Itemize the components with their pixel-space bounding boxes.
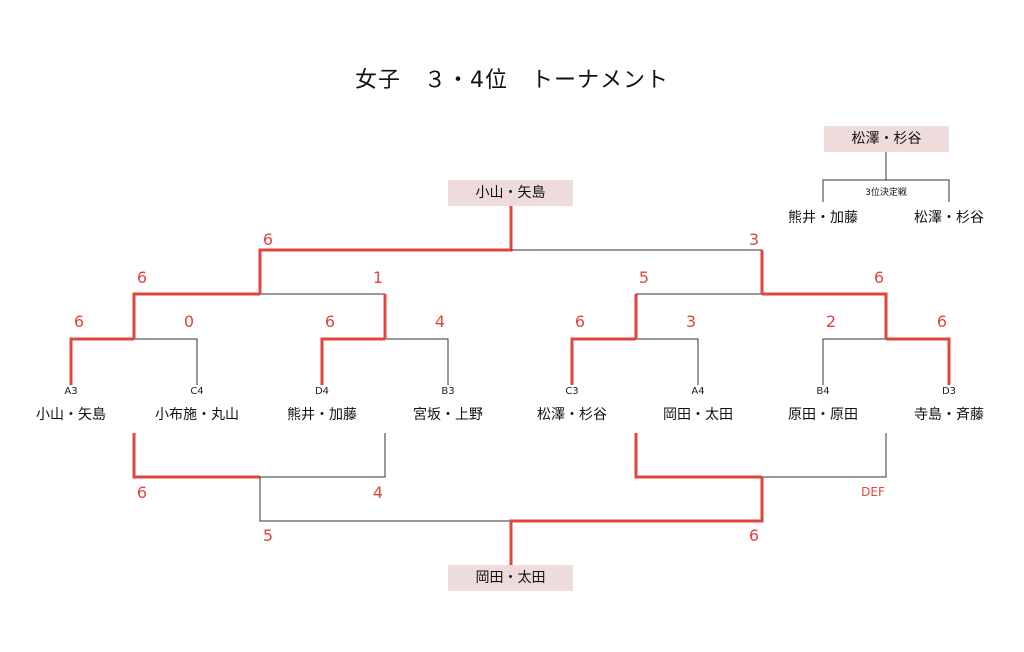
score: 5 — [638, 268, 650, 287]
score: 2 — [825, 312, 837, 331]
score: DEF — [861, 485, 885, 499]
line-m4-b4 — [822, 338, 886, 385]
bottom-winner-box: 岡田・太田 — [448, 565, 573, 591]
line-lower1-right — [260, 433, 386, 478]
third-place-left: 熊井・加藤 — [788, 210, 858, 226]
line-lower-final-right — [509, 477, 764, 565]
third-place-label: 3位決定戦 — [865, 188, 907, 198]
team-name: 小布施・丸山 — [155, 407, 239, 423]
line-m1-c4 — [134, 338, 198, 385]
third-place-right: 松澤・杉谷 — [914, 210, 984, 226]
score: 6 — [936, 312, 948, 331]
seed-label: D4 — [314, 386, 330, 397]
score: 4 — [434, 312, 446, 331]
line-lower2-left — [634, 433, 762, 479]
line-m1-a3 — [69, 337, 134, 385]
score: 6 — [73, 312, 85, 331]
line-third-place — [822, 152, 950, 202]
score: 6 — [324, 312, 336, 331]
team-name: 寺島・斉藤 — [914, 407, 984, 423]
score: 0 — [183, 312, 195, 331]
top-winner-box: 小山・矢島 — [448, 180, 573, 206]
score: 6 — [873, 268, 885, 287]
line-lower1-left — [132, 433, 260, 479]
score: 3 — [748, 230, 760, 249]
line-m4-d3 — [886, 337, 951, 385]
line-sf1-left — [132, 292, 260, 339]
seed-label: D3 — [941, 386, 957, 397]
line-lower-final-left — [259, 477, 511, 522]
score: 4 — [372, 483, 384, 502]
score: 6 — [574, 312, 586, 331]
third-place-winner-box: 松澤・杉谷 — [824, 126, 949, 152]
seed-label: C3 — [565, 386, 579, 397]
team-name: 原田・原田 — [788, 407, 858, 423]
score: 3 — [685, 312, 697, 331]
score: 6 — [748, 526, 760, 545]
score: 6 — [136, 483, 148, 502]
team-name: 松澤・杉谷 — [537, 407, 607, 423]
score: 6 — [262, 230, 274, 249]
team-name: 熊井・加藤 — [287, 407, 357, 423]
score: 6 — [136, 268, 148, 287]
line-m2-b3 — [385, 338, 449, 385]
team-name: 岡田・太田 — [663, 407, 733, 423]
line-sf2-right — [762, 292, 888, 339]
team-name: 小山・矢島 — [36, 407, 106, 423]
page-title: 女子 ３・4位 トーナメント — [355, 68, 669, 93]
line-lower2-right — [762, 433, 887, 478]
line-m3-c3 — [570, 337, 636, 385]
line-m2-d4 — [320, 337, 385, 385]
line-m3-a4 — [636, 338, 699, 385]
score: 5 — [262, 526, 274, 545]
seed-label: C4 — [190, 386, 204, 397]
seed-label: A4 — [691, 386, 705, 397]
seed-label: B4 — [816, 386, 830, 397]
team-name: 宮坂・上野 — [413, 407, 483, 423]
score: 1 — [372, 268, 384, 287]
seed-label: A3 — [64, 386, 78, 397]
seed-label: B3 — [441, 386, 455, 397]
line-final-left — [258, 206, 513, 294]
